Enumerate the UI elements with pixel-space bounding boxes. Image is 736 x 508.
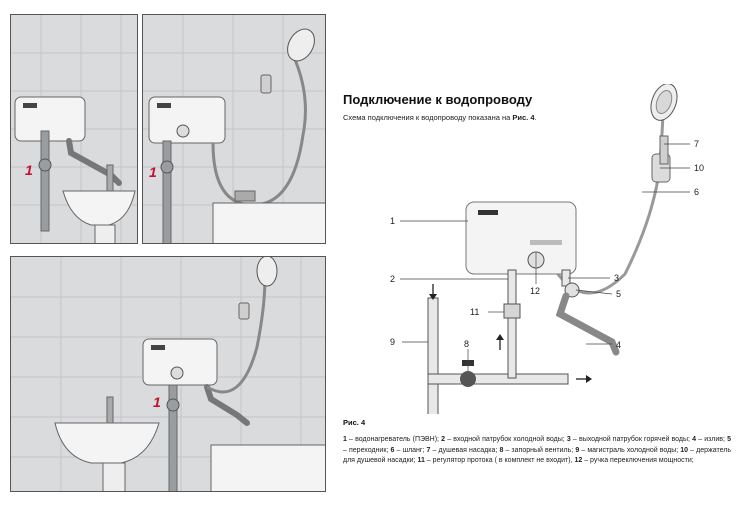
callout-6: 6	[694, 187, 699, 197]
figure-legend: 1 – водонагреватель (ПЭВН); 2 – входной …	[343, 435, 731, 467]
illustration-bath-installation: 1	[142, 14, 326, 244]
legend-num-10: 10	[680, 446, 689, 454]
water-heater	[465, 201, 577, 275]
spout	[555, 292, 620, 356]
legend-text-11: – регулятор протока ( в комплект не вход…	[424, 457, 575, 464]
figure-label: Рис. 4	[343, 418, 366, 427]
callout-7: 7	[694, 139, 699, 149]
legend-num-5: 5	[727, 436, 732, 443]
callout-2: 2	[390, 274, 395, 284]
callout-5: 5	[616, 289, 621, 299]
legend-text-1: – водонагреватель (ПЭВН);	[346, 436, 442, 443]
connection-diagram: 1 2 3 4 5 6 7 8 9 10 11 12	[390, 84, 704, 414]
legend-num-6: 6	[390, 446, 395, 454]
water-heater-unit-c	[142, 338, 218, 386]
bath-installation-drawing: 1	[143, 15, 325, 243]
illustration-combined-installation: 1	[10, 256, 326, 492]
callout-10: 10	[694, 163, 704, 173]
installation-marker-c: 1	[153, 394, 161, 410]
sink-installation-drawing: 1	[11, 15, 137, 243]
callout-3: 3	[614, 273, 619, 283]
callout-1: 1	[390, 216, 395, 226]
illustration-sink-installation: 1	[10, 14, 138, 244]
legend-num-3: 3	[566, 436, 571, 443]
callout-9: 9	[390, 337, 395, 347]
legend-num-9: 9	[575, 446, 580, 454]
legend-num-7: 7	[426, 446, 431, 454]
cold-water-main	[427, 297, 439, 414]
legend-text-3: – выходной патрубок горячей воды;	[570, 436, 693, 443]
legend-text-12: – ручка переключения мощности;	[582, 457, 694, 464]
legend-num-2: 2	[441, 436, 446, 443]
callout-12: 12	[530, 286, 540, 296]
water-heater-unit-b	[148, 96, 226, 144]
intro-text: Схема подключения к водопроводу показана…	[343, 113, 537, 122]
shutoff-valve	[460, 371, 476, 387]
flow-regulator	[503, 303, 521, 319]
intro-end: .	[534, 113, 537, 122]
legend-text-9: – магистраль холодной воды;	[579, 446, 681, 454]
legend-num-8: 8	[499, 446, 504, 454]
legend-text-10: – держатель для душевой насадки;	[343, 446, 731, 465]
callout-11: 11	[470, 307, 479, 317]
installation-marker-a: 1	[25, 162, 33, 178]
callout-4: 4	[616, 340, 621, 350]
legend-text-4: – излив;	[696, 436, 728, 443]
legend-text-8: – запорный вентиль;	[503, 446, 576, 454]
legend-num-1: 1	[343, 436, 347, 443]
legend-text-5: – переходник;	[343, 446, 391, 454]
page-title: Подключение к водопроводу	[343, 92, 533, 107]
legend-num-4: 4	[692, 436, 697, 443]
legend-text-2: – входной патрубок холодной воды;	[445, 436, 567, 443]
legend-text-6: – шланг;	[394, 446, 427, 454]
intro-figure-ref: Рис. 4	[512, 113, 535, 122]
legend-num-12: 12	[574, 457, 583, 464]
callout-8: 8	[464, 339, 469, 349]
legend-num-11: 11	[417, 457, 425, 464]
intro-sentence: Схема подключения к водопроводу показана…	[343, 113, 513, 122]
legend-text-7: – душевая насадка;	[430, 446, 500, 454]
installation-marker-b: 1	[149, 164, 157, 180]
shower-head	[650, 84, 678, 121]
combined-installation-drawing: 1	[11, 257, 325, 491]
